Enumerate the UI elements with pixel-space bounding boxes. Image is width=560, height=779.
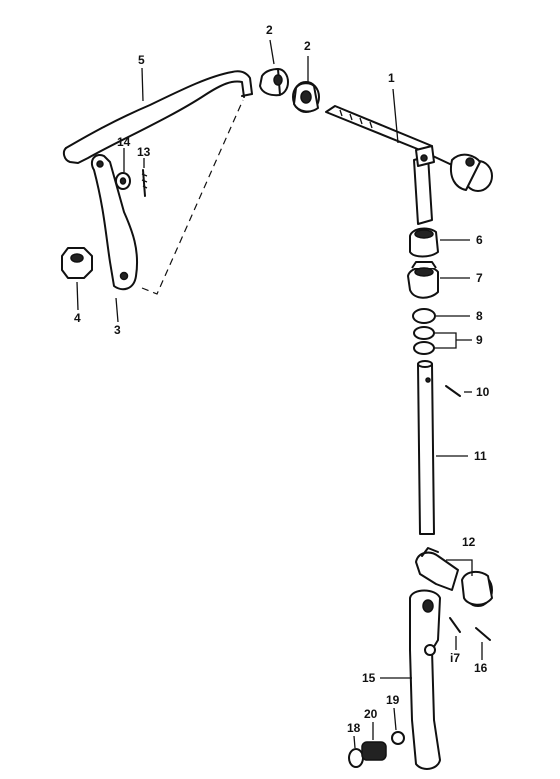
callout-label-p20: 20	[364, 707, 378, 721]
callout-label-p5: 5	[138, 53, 145, 67]
cap-part-18	[348, 748, 364, 768]
bushing-part-2a	[259, 68, 289, 97]
leader-line-p5	[141, 67, 144, 102]
nut-part-4	[61, 247, 93, 279]
shift-shaft-part-1	[325, 105, 493, 225]
callout-label-p2b: 2	[304, 39, 311, 53]
callout-label-p17: i7	[450, 651, 460, 665]
callout-label-p12: 12	[462, 535, 476, 549]
callout-label-p7: 7	[476, 271, 483, 285]
ball-part-19	[391, 731, 405, 745]
leader-line-p18	[353, 735, 356, 749]
callout-label-p3: 3	[114, 323, 121, 337]
callout-label-p15: 15	[362, 671, 376, 685]
leader-line-p19	[393, 707, 397, 731]
leader-line-p4	[76, 281, 79, 311]
long-shaft-part-11	[417, 360, 435, 535]
callout-label-p6: 6	[476, 233, 483, 247]
o-rings-part-9	[413, 326, 435, 355]
leader-line-p9	[434, 332, 472, 349]
washer-part-14	[115, 172, 131, 190]
callout-label-p9: 9	[476, 333, 483, 347]
callout-label-p18: 18	[347, 721, 361, 735]
callout-label-p4: 4	[74, 311, 81, 325]
leader-line-p12	[446, 559, 473, 576]
callout-label-p2a: 2	[266, 23, 273, 37]
dashed-assembly-line-5-3	[141, 99, 244, 295]
callout-label-p16: 16	[474, 661, 488, 675]
callout-label-p13: 13	[137, 145, 151, 159]
lower-shift-shaft-part-15	[409, 589, 441, 770]
cotter-pin-part-13	[141, 169, 148, 197]
shift-arm-part-12	[415, 547, 493, 607]
grommet-part-6	[409, 227, 439, 258]
o-ring-part-8	[412, 308, 436, 324]
callout-label-p8: 8	[476, 309, 483, 323]
leader-line-p2a	[269, 39, 275, 65]
callout-label-p1: 1	[388, 71, 395, 85]
leader-line-p1	[392, 88, 399, 144]
callout-label-p11: 11	[474, 449, 487, 463]
bushing-part-7	[407, 261, 439, 299]
callout-label-p10: 10	[476, 385, 490, 399]
pin-part-16	[475, 627, 491, 641]
callout-label-p14: 14	[117, 135, 131, 149]
callout-label-p19: 19	[386, 693, 400, 707]
pin-part-10	[445, 385, 461, 397]
bushing-part-2b	[292, 81, 320, 113]
lever-part-3	[90, 154, 139, 291]
shift-rod-part-5	[62, 70, 253, 164]
leader-line-p3	[115, 297, 119, 323]
pin-part-17	[449, 617, 461, 633]
spring-part-20	[361, 741, 387, 761]
